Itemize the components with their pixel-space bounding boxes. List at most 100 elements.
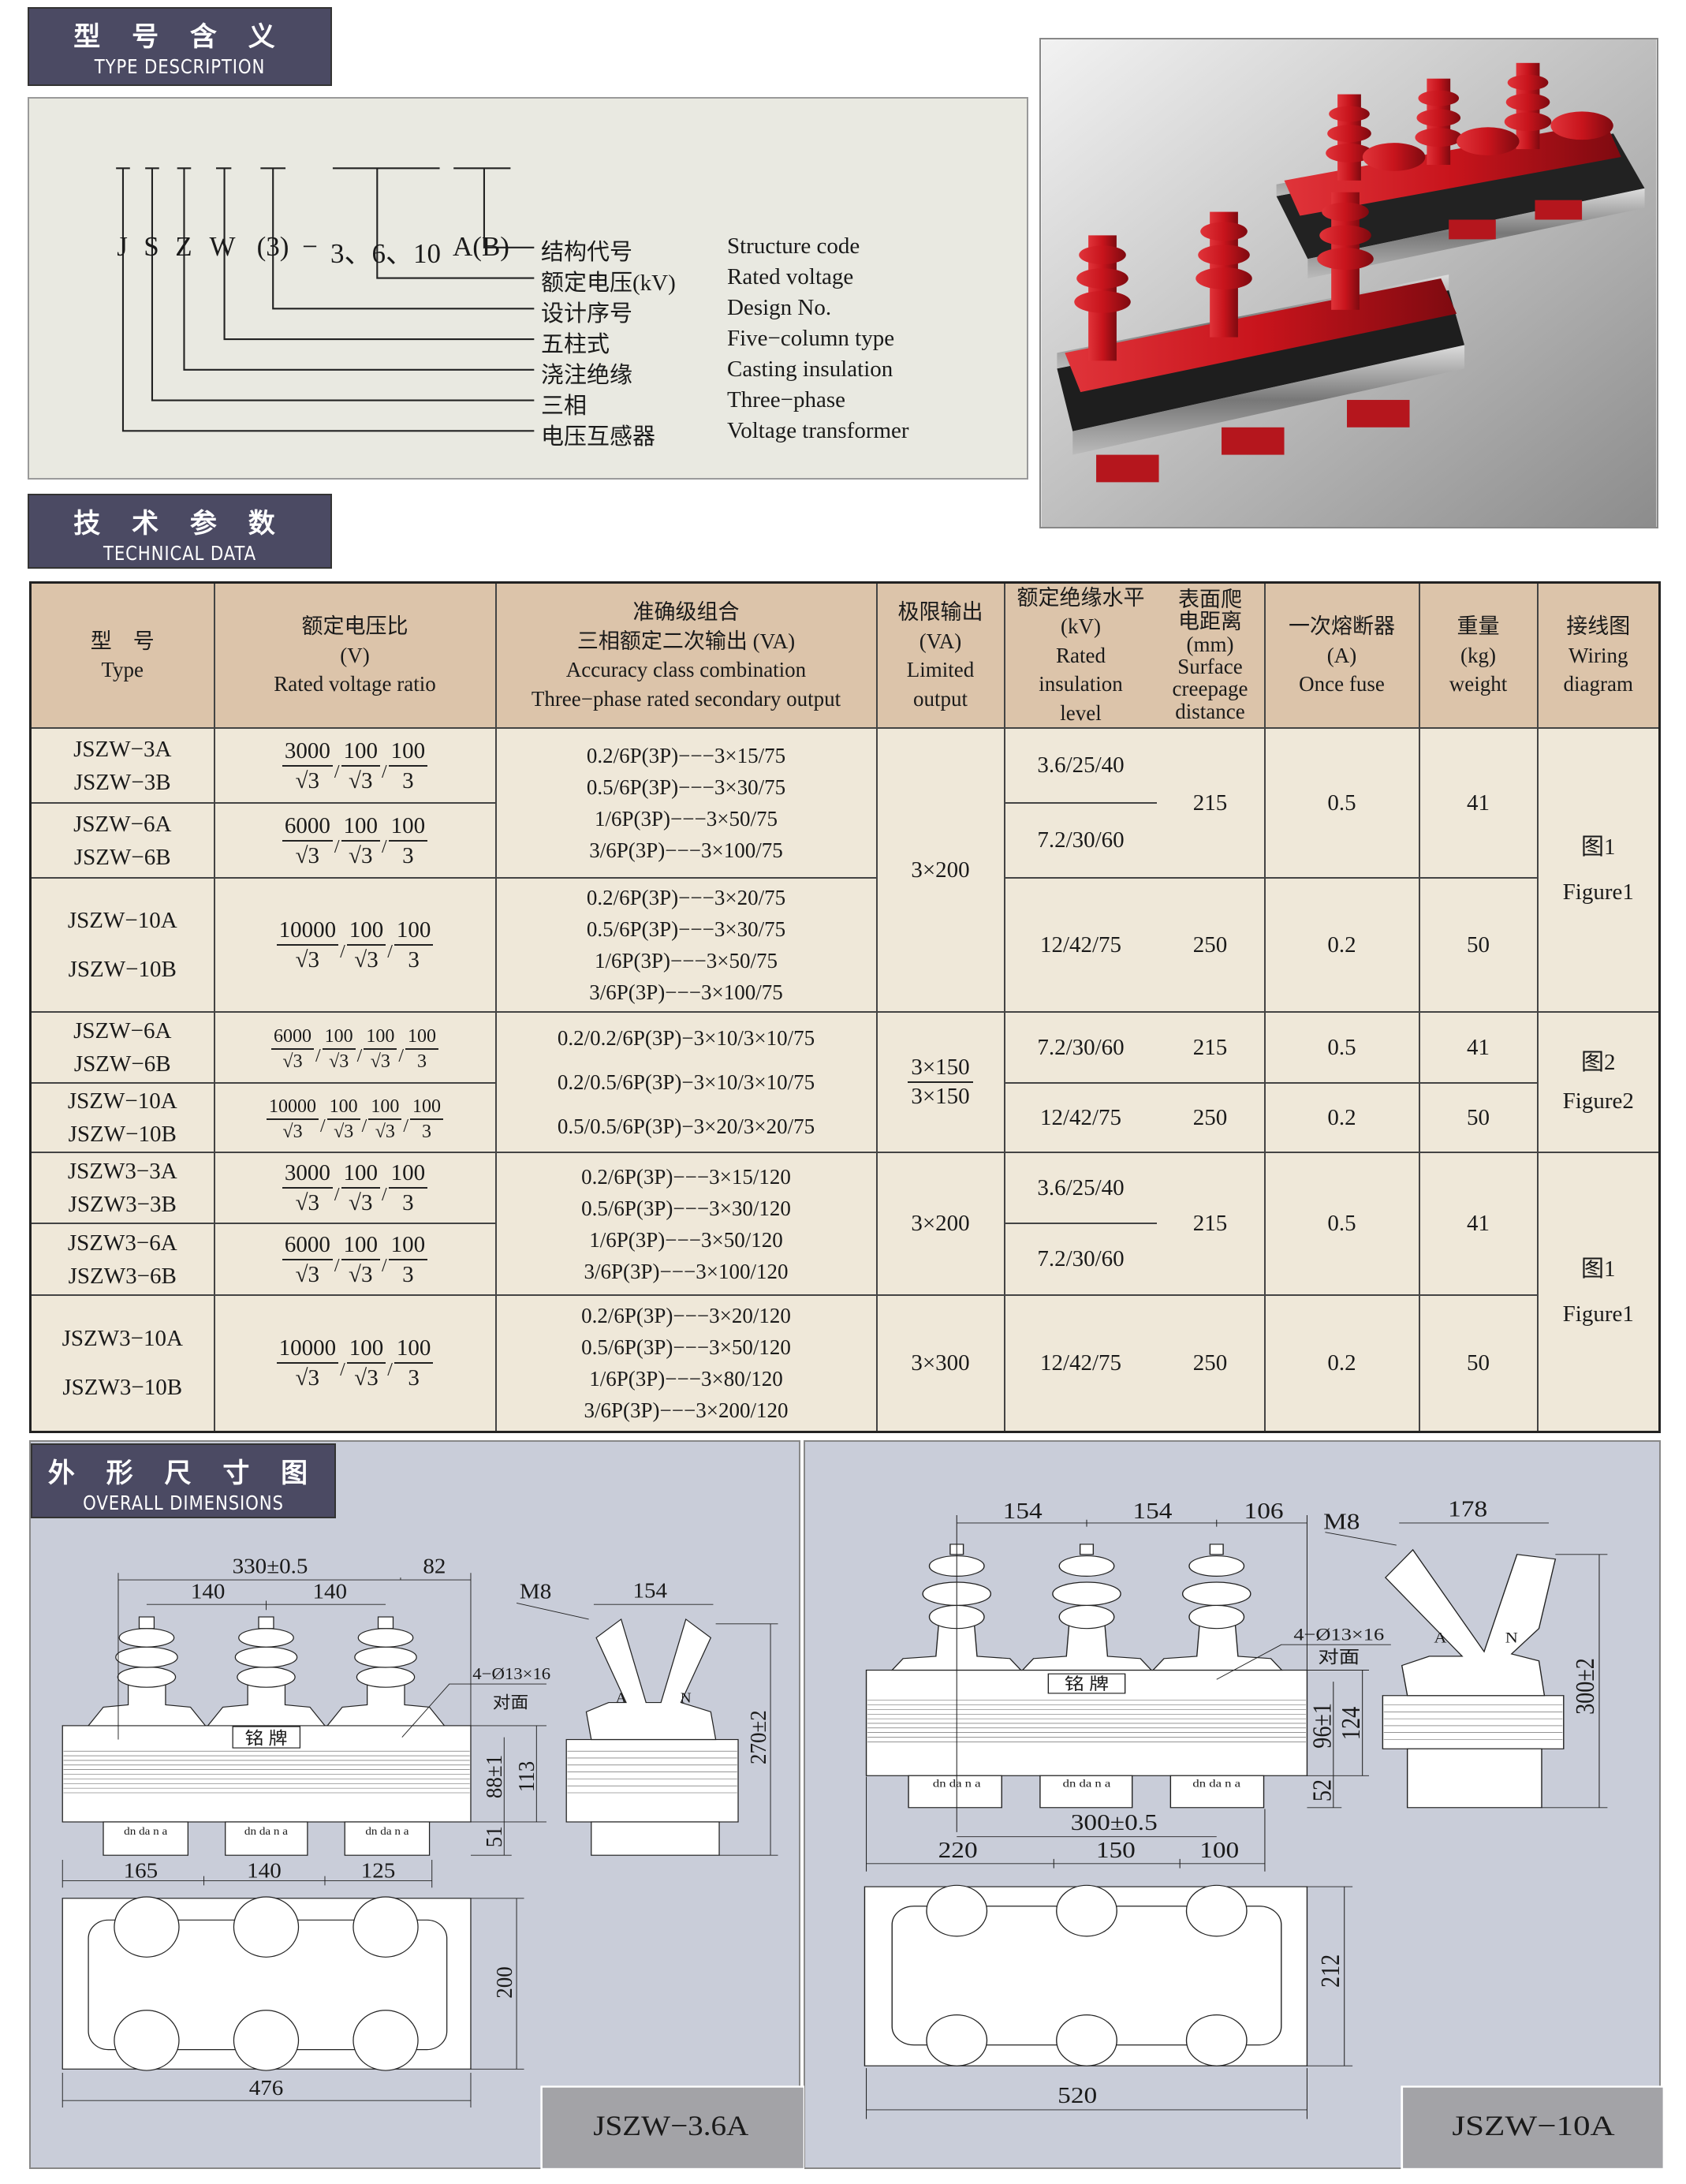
creepage-cell: 250 xyxy=(1156,1294,1266,1433)
phase-n-label: N xyxy=(681,1690,692,1705)
dimension-lines xyxy=(62,1573,778,2107)
denominator: √3 xyxy=(295,1261,320,1287)
denominator: √3 xyxy=(282,1051,303,1073)
denominator: √3 xyxy=(295,1365,320,1391)
header-zh: 表面爬 xyxy=(1178,588,1242,612)
legend-en: Rated voltage xyxy=(727,264,854,289)
header-en: Wiring xyxy=(1569,643,1628,667)
creepage-cell: 250 xyxy=(1156,877,1266,1014)
numerator: 6000 xyxy=(282,812,333,842)
header-unit: (mm) xyxy=(1186,632,1234,656)
dim-opposite: 对面 xyxy=(1318,1648,1360,1668)
header-en: Limited xyxy=(906,658,975,682)
terminal-labels: dn da n a xyxy=(933,1777,981,1790)
dim-pitch: 154 xyxy=(1003,1499,1043,1524)
legend-en: Design No. xyxy=(727,295,832,320)
section-title-zh: 外 形 尺 寸 图 xyxy=(47,1458,319,1489)
header-zh: 接线图 xyxy=(1566,614,1631,639)
numerator: 3000 xyxy=(282,1159,333,1189)
dim-b3: 100 xyxy=(1199,1838,1239,1863)
numerator: 100 xyxy=(326,1095,360,1121)
weight-cell: 50 xyxy=(1418,1082,1539,1154)
header-zh: 额定电压比 xyxy=(301,614,408,639)
dim-opposite: 对面 xyxy=(493,1693,528,1712)
denominator: √3 xyxy=(295,947,320,973)
denominator: √3 xyxy=(370,1051,390,1073)
terminal-labels: dn da n a xyxy=(124,1825,168,1837)
dim-core-h: 88±1 xyxy=(482,1755,507,1798)
denominator: 3 xyxy=(417,1051,427,1073)
header-zh: 电距离 xyxy=(1178,610,1242,634)
header-zh: 极限输出 xyxy=(897,600,983,625)
accuracy-line: 1/6P(3P)−−−3×50/75 xyxy=(595,949,778,973)
type-name: JSZW−10A xyxy=(67,908,177,934)
weight-cell: 41 xyxy=(1418,1152,1539,1297)
code-z: Z xyxy=(175,231,192,262)
dim-b1: 165 xyxy=(124,1859,159,1883)
dim-b3: 125 xyxy=(361,1859,396,1883)
insulation-cell: 12/42/75 xyxy=(1003,877,1157,1014)
fraction: 100√3 xyxy=(341,1230,380,1289)
dim-pitch: 154 xyxy=(1132,1499,1172,1524)
type-name: JSZW3−3A xyxy=(67,1159,177,1185)
numerator: 10000 xyxy=(276,1334,339,1365)
phase-n-label: N xyxy=(1505,1630,1518,1646)
section-header-overall-dimensions: 外 形 尺 寸 图 OVERALL DIMENSIONS xyxy=(31,1443,336,1518)
legend-zh: 五柱式 xyxy=(541,332,610,357)
terminal-labels: dn da n a xyxy=(1192,1777,1240,1790)
ratio-separator: / xyxy=(334,762,340,783)
section-header-technical-data: 技 术 参 数 TECHNICAL DATA xyxy=(28,494,332,569)
fraction: 10000√3 xyxy=(266,1095,319,1144)
insulator-right xyxy=(326,1616,446,1727)
dim-holes: 4−Ø13×16 xyxy=(472,1664,550,1683)
denominator: √3 xyxy=(375,1122,395,1143)
header-en: output xyxy=(912,686,968,711)
dim-pitch: 140 xyxy=(313,1580,348,1603)
creepage-cell: 215 xyxy=(1156,1011,1266,1085)
dim-total-h: 300±2 xyxy=(1570,1658,1600,1715)
dim-box-h: 51 xyxy=(482,1826,507,1847)
ratio-separator: / xyxy=(382,837,387,858)
ratio-separator: / xyxy=(319,1115,326,1137)
ratio-separator: / xyxy=(334,1184,340,1205)
numerator: 10000 xyxy=(276,916,339,946)
code-dash: − xyxy=(302,231,318,262)
denominator: √3 xyxy=(282,1122,303,1143)
fuse-cell: 0.2 xyxy=(1263,877,1420,1014)
numerator: 100 xyxy=(405,1025,438,1051)
insulator-middle xyxy=(207,1616,326,1727)
dim-total-h: 270±2 xyxy=(746,1710,771,1764)
accuracy-line: 0.5/6P(3P)−−−3×30/120 xyxy=(581,1196,791,1220)
accuracy-line: 0.2/0.5/6P(3P)−3×10/3×10/75 xyxy=(557,1070,815,1095)
header-zh: 一次熔断器 xyxy=(1289,614,1395,639)
numerator: 100 xyxy=(341,737,380,767)
legend-zh: 浇注绝缘 xyxy=(541,363,633,388)
denominator: 3 xyxy=(402,767,414,793)
accuracy-line: 0.5/0.5/6P(3P)−3×20/3×20/75 xyxy=(557,1114,815,1139)
header-weight: 重量(kg)weight xyxy=(1418,581,1539,730)
header-en: distance xyxy=(1175,699,1245,723)
model-label: JSZW−3.6A xyxy=(593,2110,748,2141)
fraction: 6000√3 xyxy=(282,812,333,870)
header-ratio: 额定电压比(V)Rated voltage ratio xyxy=(213,581,497,730)
nameplate-label: 铭 牌 xyxy=(245,1729,288,1749)
phase-a-label: A xyxy=(1434,1630,1446,1646)
ratio-separator: / xyxy=(387,941,393,962)
